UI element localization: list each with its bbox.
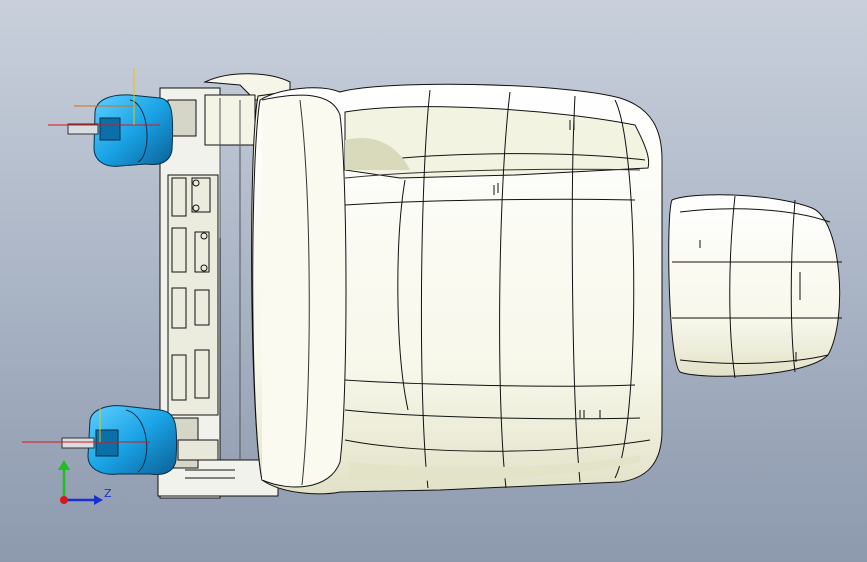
seat-cushion [252,83,663,495]
reference-axes-front [48,68,160,126]
reference-axes-rear [22,408,150,443]
orientation-triad: Z [58,460,112,505]
z-axis-label: Z [104,487,112,500]
rear-mount-bracket [61,405,178,475]
front-mount-bracket [67,94,174,167]
seat-model[interactable] [61,73,842,499]
headrest [668,194,842,379]
